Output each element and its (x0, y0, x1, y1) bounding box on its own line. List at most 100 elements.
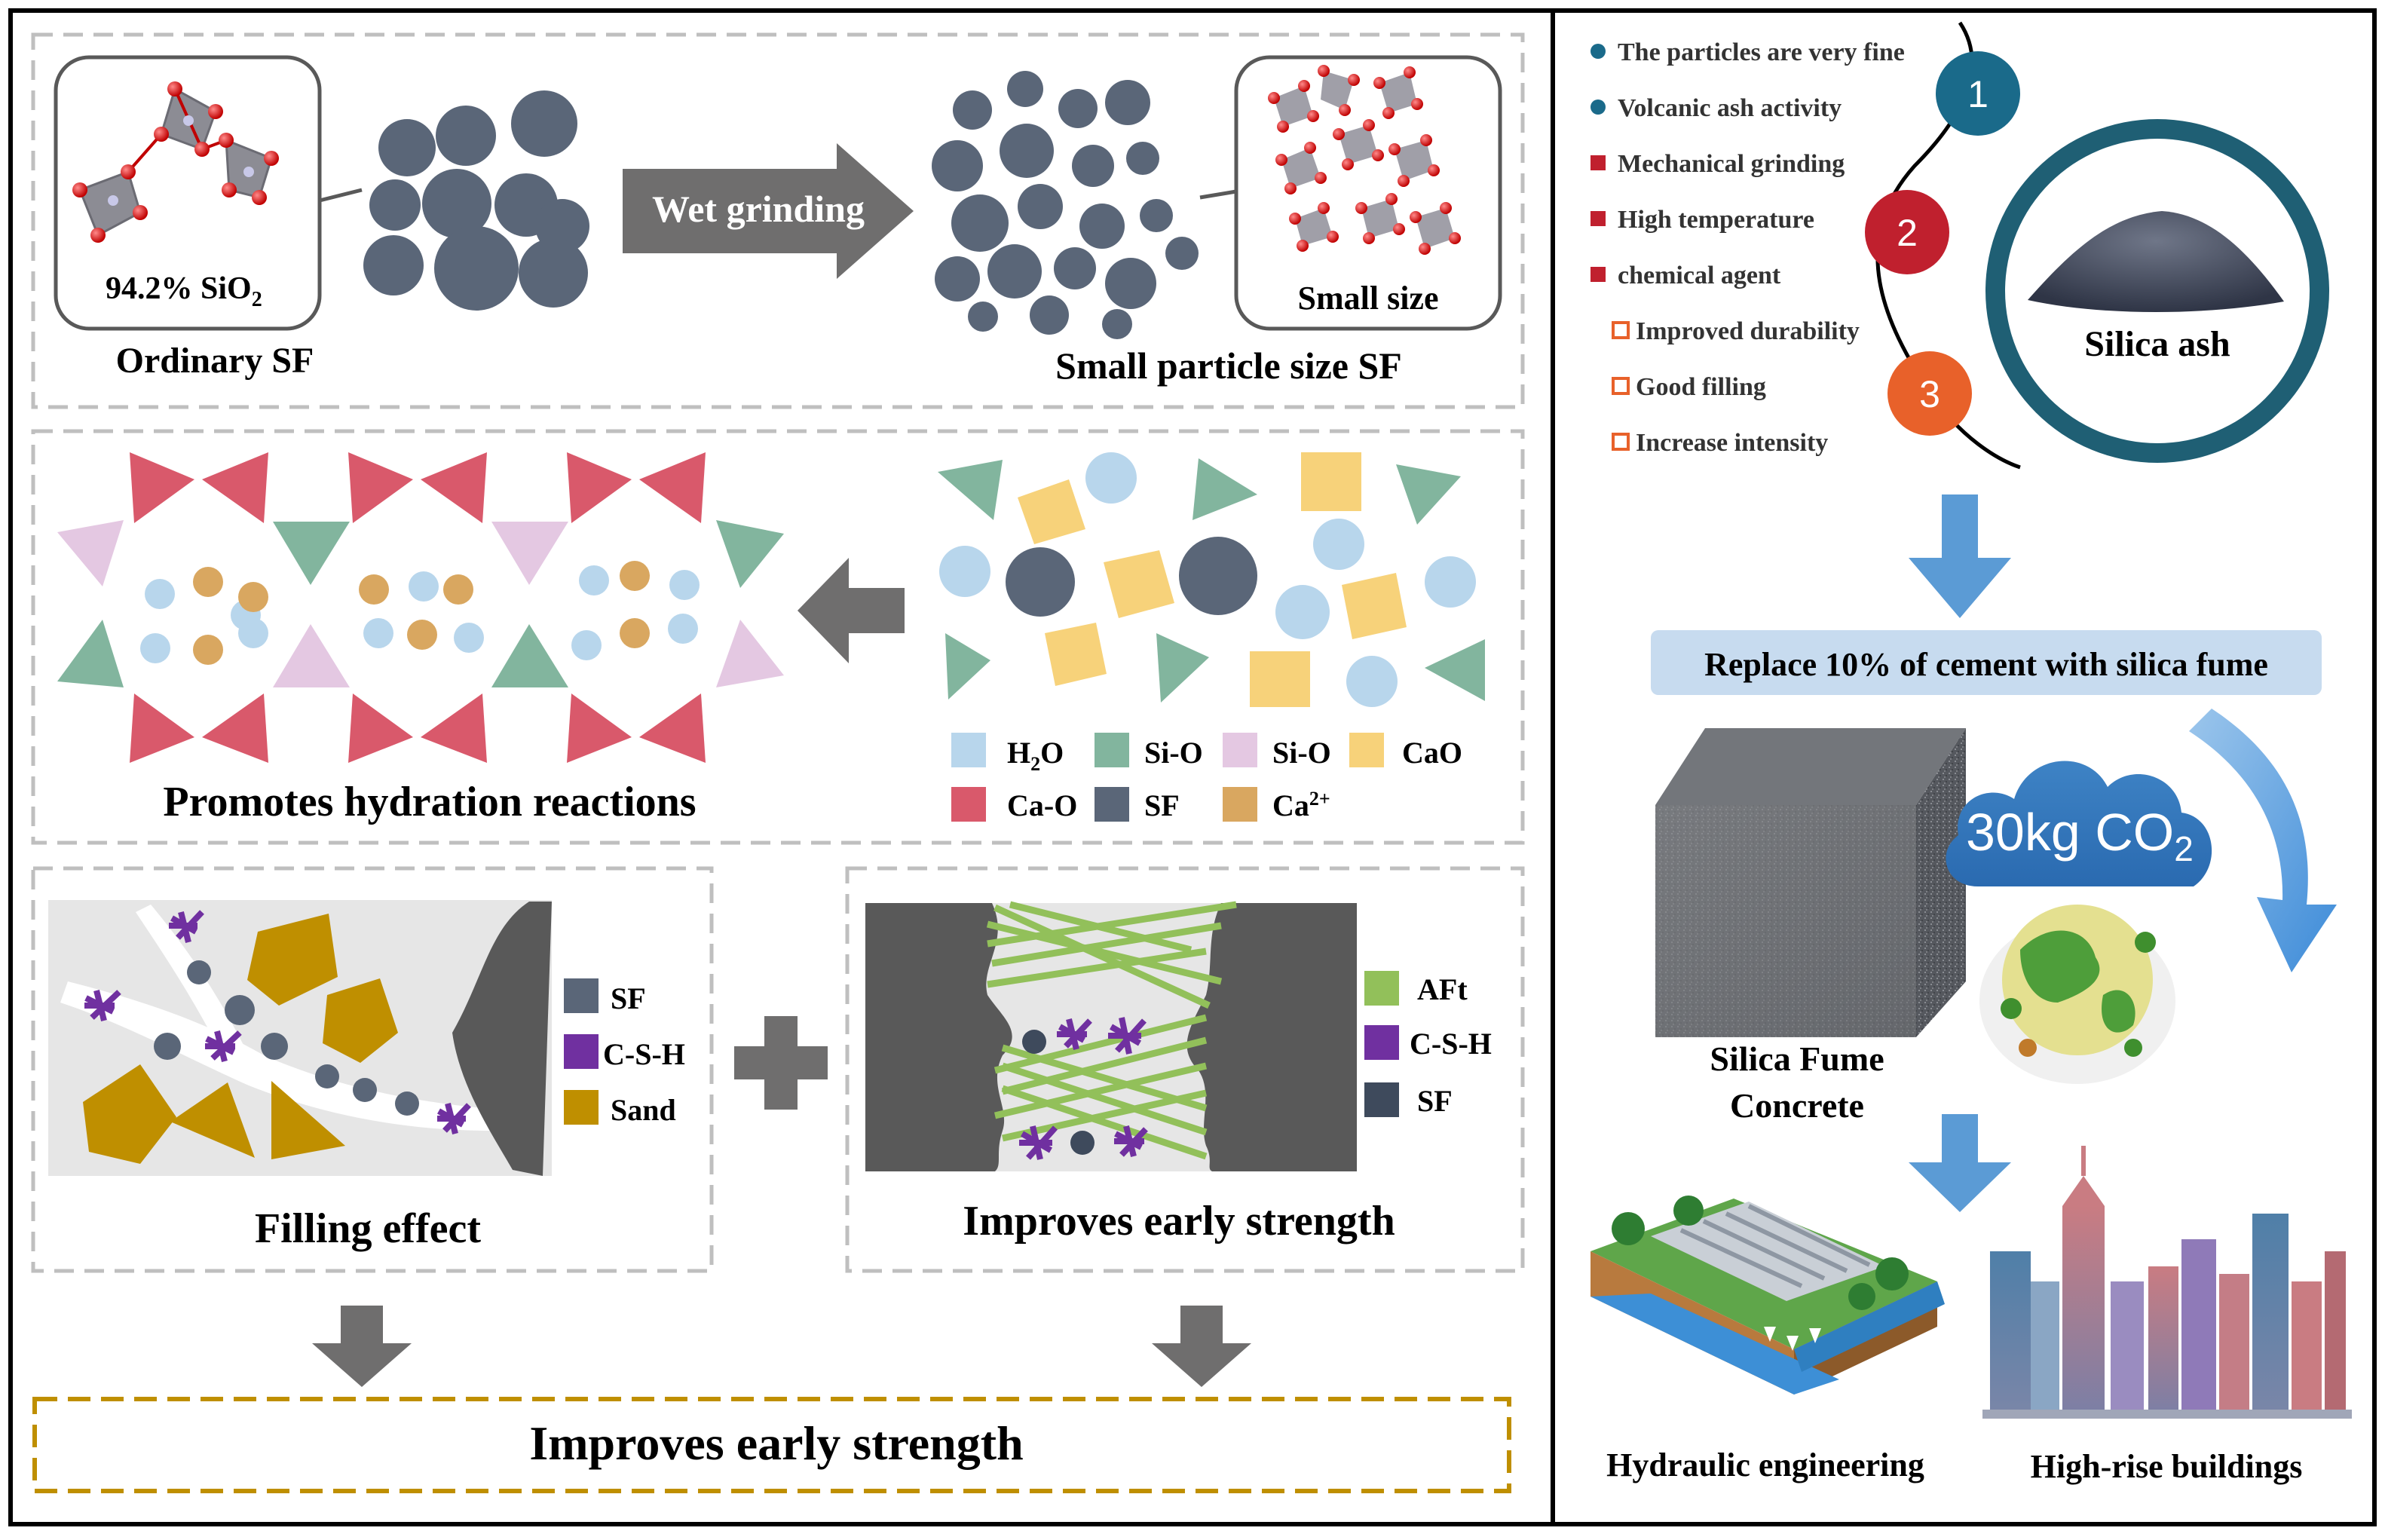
legend-si-o-green-swatch (1095, 733, 1129, 767)
co2-label: 30kg CO2 (1966, 803, 2194, 868)
result-box-label: Improves early strength (529, 1416, 1023, 1470)
early-strength-box (845, 866, 1525, 1273)
small-size-label: Small size (1298, 280, 1439, 317)
legend-ca-o-swatch (951, 787, 986, 822)
sio2-network-icon (1268, 65, 1461, 255)
legend-si-o-pink-swatch (1223, 733, 1257, 767)
bullet-text: High temperature (1618, 206, 1814, 234)
blue-down-arrow-2 (1909, 1114, 2011, 1212)
plus-icon (734, 1016, 828, 1110)
bullet-marker-hollow (1612, 433, 1630, 451)
bullet-marker-hollow (1612, 321, 1630, 339)
bullet-marker-hollow (1612, 377, 1630, 395)
filling-effect-box (31, 866, 714, 1273)
ordinary-sf-particles (363, 90, 589, 311)
bullet-text: Mechanical grinding (1618, 150, 1845, 178)
legend-ca-ion-swatch (1223, 787, 1257, 822)
outer-frame (8, 8, 2377, 1526)
hydraulic-label: Hydraulic engineering (1606, 1447, 1924, 1483)
wet-grinding-label: Wet grinding (652, 188, 865, 230)
down-arrow-left (312, 1306, 412, 1387)
legend-ca-ion-label: Ca2+ (1272, 788, 1330, 822)
earth-icon (1979, 905, 2175, 1084)
section-grinding-box (31, 32, 1525, 409)
strength-legend-sf-label: SF (1417, 1084, 1453, 1118)
blue-down-arrow-1 (1909, 494, 2011, 618)
early-strength-drawing (865, 901, 1357, 1171)
highrise-label: High-rise buildings (2031, 1448, 2303, 1485)
bullet-marker-square (1591, 155, 1606, 170)
small-particle-sf-label: Small particle size SF (1055, 344, 1402, 387)
concrete-cube-icon (1655, 728, 1966, 1037)
hydration-legend: H2O Si-O Si-O CaO Ca-O SF Ca2+ (951, 733, 1462, 822)
bullet-text: Volcanic ash activity (1618, 94, 1842, 122)
strength-legend-aft-label: AFt (1417, 972, 1468, 1006)
filling-legend-csh-swatch (564, 1034, 599, 1069)
step-1-badge (1936, 51, 2020, 136)
bullet-text: chemical agent (1618, 262, 1781, 289)
skyscraper-icon (1982, 1146, 2352, 1419)
bullet-marker-dot (1591, 44, 1606, 59)
filling-legend-csh-label: C-S-H (603, 1037, 685, 1071)
reactant-cluster (938, 452, 1485, 707)
section-hydration-box (31, 429, 1525, 845)
down-arrow-right (1152, 1306, 1251, 1387)
filling-effect-drawing (60, 902, 552, 1176)
legend-cao-swatch (1349, 733, 1384, 767)
early-strength-title: Improves early strength (963, 1198, 1395, 1245)
sio2-molecule-box (54, 55, 322, 331)
legend-h2o-swatch (951, 733, 986, 767)
filling-legend: SF C-S-H Sand (564, 978, 685, 1127)
bullet-marker-dot (1591, 100, 1606, 115)
strength-legend: AFt C-S-H SF (1364, 971, 1492, 1118)
step-2-badge (1865, 190, 1949, 274)
step-2-label: 2 (1897, 212, 1918, 254)
curved-blue-arrow (2189, 709, 2337, 972)
bullet-text: The particles are very fine (1618, 38, 1905, 66)
concrete-label-line2: Concrete (1730, 1086, 1864, 1125)
filling-legend-sand-label: Sand (611, 1093, 676, 1127)
strength-legend-aft-swatch (1364, 971, 1399, 1006)
wet-grinding-arrow (623, 143, 914, 279)
legend-sf-label: SF (1144, 788, 1180, 822)
strength-legend-csh-label: C-S-H (1410, 1027, 1492, 1061)
hydration-title: Promotes hydration reactions (163, 779, 696, 825)
hydration-lattice (57, 452, 784, 763)
bullet-text: Improved durability (1636, 317, 1860, 345)
legend-cao-label: CaO (1402, 736, 1462, 770)
step-1-label: 1 (1967, 73, 1989, 115)
silica-ash-pile-icon (2028, 211, 2284, 312)
dam-icon (1591, 1196, 1945, 1395)
step-3-label: 3 (1919, 373, 1940, 415)
filling-effect-title: Filling effect (255, 1205, 481, 1252)
strength-legend-csh-swatch (1364, 1025, 1399, 1060)
silica-ash-label: Silica ash (2084, 324, 2230, 364)
strength-legend-sf-swatch (1364, 1082, 1399, 1117)
small-sf-particles (932, 71, 1199, 339)
legend-si-o-pink-label: Si-O (1272, 736, 1331, 770)
legend-si-o-green-label: Si-O (1144, 736, 1203, 770)
replace-box-label: Replace 10% of cement with silica fume (1704, 646, 2268, 683)
sio2-tetrahedron-icon (72, 81, 279, 243)
step-3-badge (1887, 351, 1972, 436)
bullet-marker-square (1591, 267, 1606, 282)
ordinary-sf-label: Ordinary SF (116, 341, 314, 381)
replace-box (1651, 630, 2322, 695)
cloud-icon (1946, 761, 2212, 886)
filling-legend-sf-swatch (564, 978, 599, 1013)
hydration-arrow (798, 558, 905, 663)
filling-legend-sand-swatch (564, 1090, 599, 1125)
filling-legend-sf-label: SF (611, 981, 646, 1015)
small-size-molecule-box (1234, 55, 1502, 331)
legend-h2o-label: H2O (1007, 736, 1064, 775)
sio2-label: 94.2% SiO2 (106, 271, 262, 311)
legend-ca-o-label: Ca-O (1007, 788, 1077, 822)
bullet-text: Good filling (1636, 373, 1766, 401)
result-box (32, 1397, 1511, 1493)
bullet-marker-square (1591, 211, 1606, 226)
legend-sf-swatch (1095, 787, 1129, 822)
bullet-text: Increase intensity (1636, 429, 1828, 457)
